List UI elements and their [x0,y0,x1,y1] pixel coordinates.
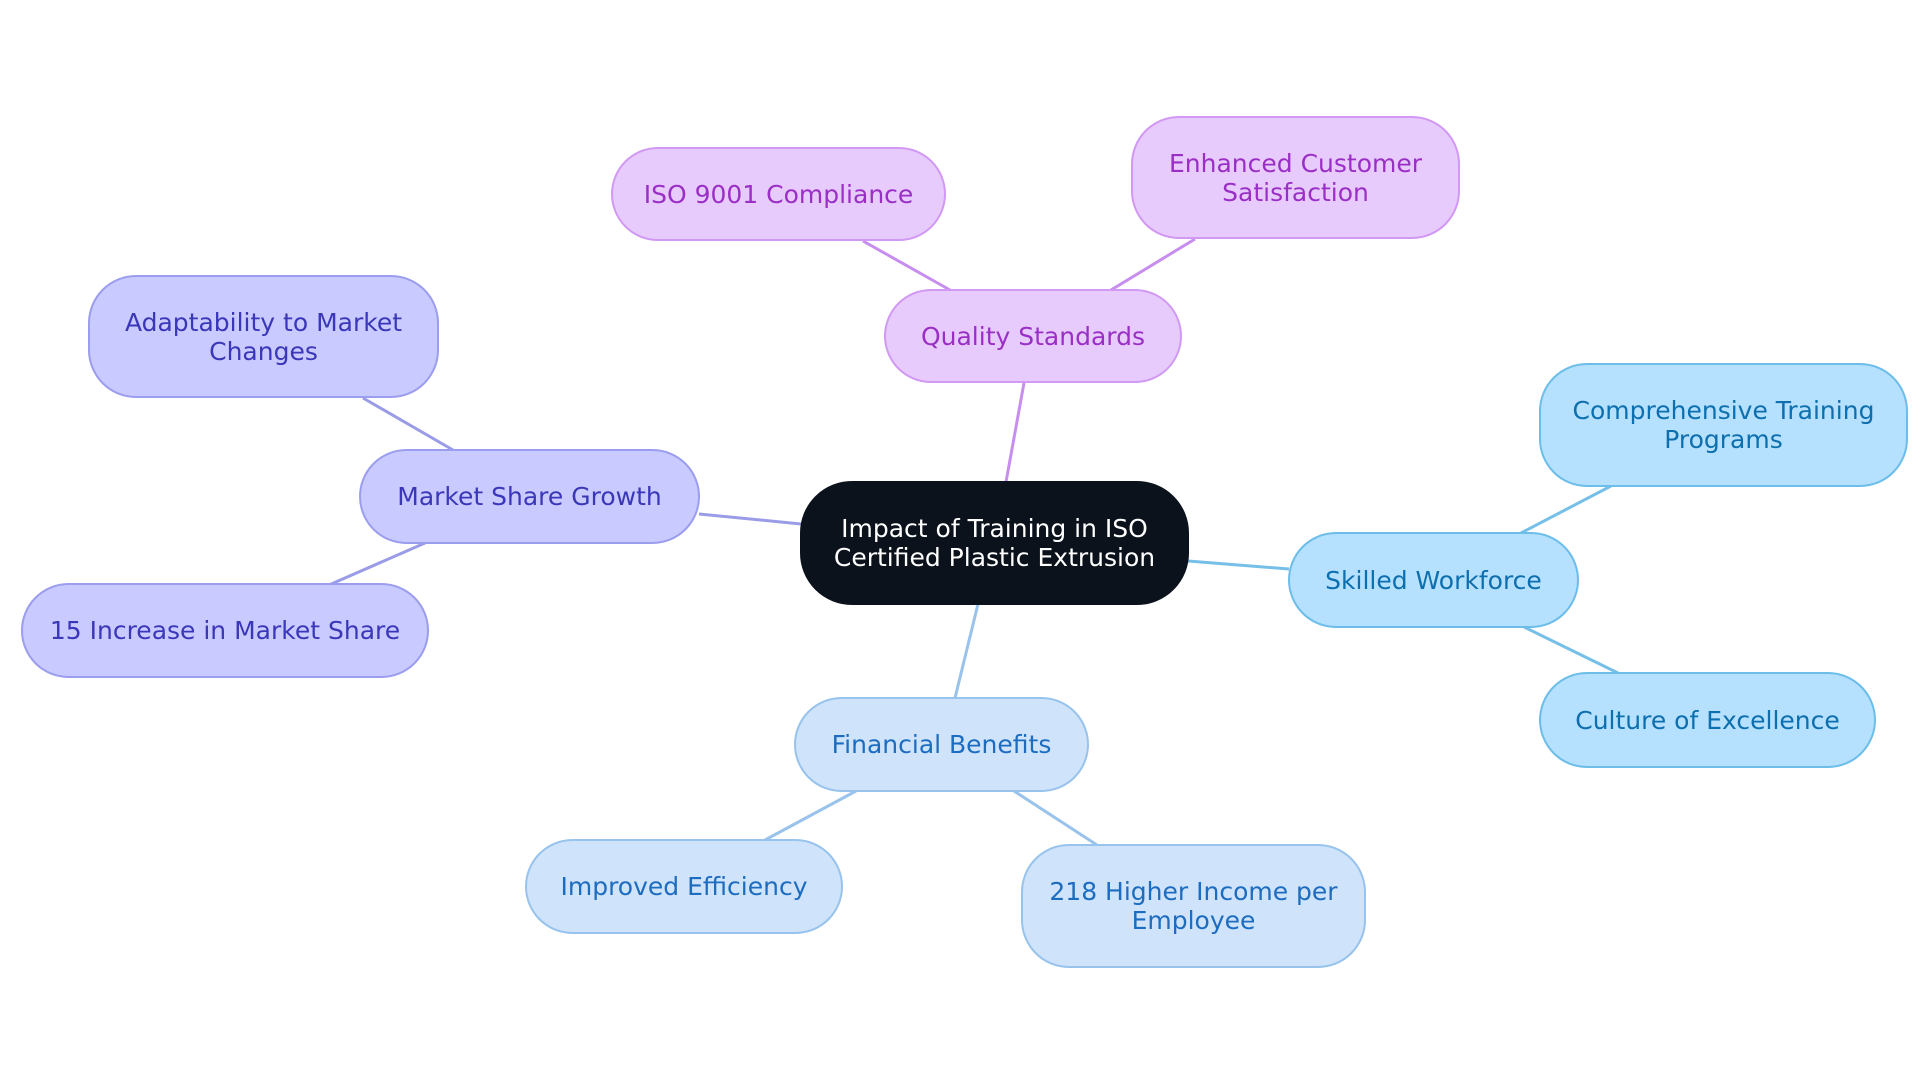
leaf-node-comprehensive-training-programs[interactable]: Comprehensive Training Programs [1539,363,1908,487]
branch-node-skilled-workforce[interactable]: Skilled Workforce [1288,532,1579,628]
branch-label: Quality Standards [920,321,1146,351]
central-topic-label: Impact of Training in ISO Certified Plas… [833,514,1156,572]
leaf-node-culture-of-excellence[interactable]: Culture of Excellence [1539,672,1876,768]
branch-label: Skilled Workforce [1325,565,1542,595]
edge-root-market-share [698,512,802,526]
leaf-label: 15 Increase in Market Share [49,616,401,645]
edge-root-financial-benefits [953,603,980,699]
leaf-label: Culture of Excellence [1575,705,1840,735]
edge-market-increase [328,541,426,587]
central-topic-node[interactable]: Impact of Training in ISO Certified Plas… [800,481,1189,605]
leaf-node-improved-efficiency[interactable]: Improved Efficiency [525,839,843,934]
leaf-label: Adaptability to Market Changes [124,307,403,366]
edge-quality-iso-compliance [862,239,951,292]
leaf-label: Comprehensive Training Programs [1572,396,1875,454]
edge-skilled-culture [1523,625,1619,675]
edge-financial-efficiency [764,789,857,842]
branch-node-financial-benefits[interactable]: Financial Benefits [794,697,1089,792]
branch-label: Financial Benefits [831,730,1052,759]
leaf-label: ISO 9001 Compliance [643,179,914,209]
leaf-node-adaptability-to-market-changes[interactable]: Adaptability to Market Changes [88,275,439,398]
edge-skilled-training-programs [1520,484,1612,535]
edge-market-adaptability [362,396,454,452]
edge-root-quality-standards [1004,382,1026,483]
edge-quality-customer-satisfaction [1110,237,1196,292]
branch-node-market-share-growth[interactable]: Market Share Growth [359,449,700,544]
edge-financial-income [1013,789,1098,847]
branch-label: Market Share Growth [397,482,662,511]
leaf-node-higher-income-per-employee[interactable]: 218 Higher Income per Employee [1021,844,1366,968]
edge-root-skilled-workforce [1187,559,1290,571]
leaf-label: Enhanced Customer Satisfaction [1168,148,1423,207]
branch-node-quality-standards[interactable]: Quality Standards [884,289,1182,383]
leaf-node-iso-9001-compliance[interactable]: ISO 9001 Compliance [611,147,946,241]
leaf-label: 218 Higher Income per Employee [1049,877,1338,935]
leaf-node-increase-in-market-share[interactable]: 15 Increase in Market Share [21,583,429,678]
leaf-label: Improved Efficiency [560,872,808,901]
leaf-node-enhanced-customer-satisfaction[interactable]: Enhanced Customer Satisfaction [1131,116,1460,239]
